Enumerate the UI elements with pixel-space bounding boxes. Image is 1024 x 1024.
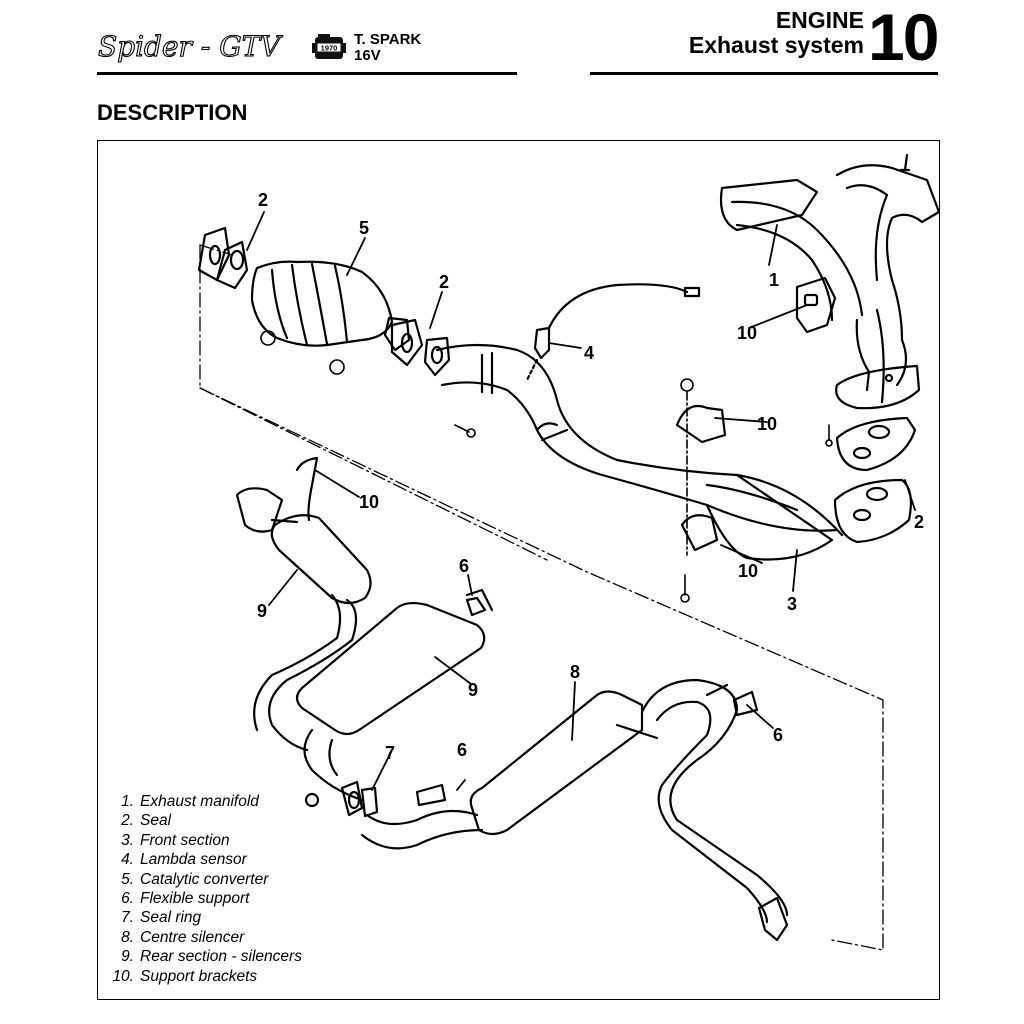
legend-item: 6. Flexible support — [104, 889, 302, 908]
legend-item: 3. Front section — [104, 831, 302, 850]
model-label: T. SPARK 16V — [354, 32, 421, 64]
legend-number: 6. — [121, 890, 134, 908]
legend-label: Catalytic converter — [140, 870, 269, 888]
callout-10-lower-clamp: 10 — [738, 561, 758, 581]
legend-label: Exhaust manifold — [140, 793, 259, 810]
diagram-frame — [97, 140, 940, 1000]
legend-item: 5. Catalytic converter — [104, 870, 302, 889]
legend-number: 8. — [121, 928, 134, 946]
brand-script-text: Spider - GTV — [98, 30, 283, 63]
assembly-outline — [199, 244, 884, 951]
legend-label: Seal — [140, 812, 172, 830]
legend-label: Front section — [140, 831, 230, 849]
legend-item: 8. Centre silencer — [104, 928, 302, 947]
callout-2-converter-inlet: 2 — [258, 190, 268, 210]
legend-label: Centre silencer — [140, 928, 245, 946]
header-rule-left — [97, 72, 517, 75]
front-section-pipe — [435, 343, 844, 561]
legend-label: Support brackets — [140, 967, 258, 985]
legend-number: 10. — [112, 967, 134, 985]
callout-2-manifold: 2 — [914, 512, 924, 532]
legend-item: 4. Lambda sensor — [104, 850, 302, 869]
catalytic-converter — [215, 240, 411, 352]
callout-5: 5 — [359, 218, 369, 238]
engine-icon: 1970 — [312, 34, 346, 59]
callout-numbers: 1 2 2 2 3 4 5 6 6 6 7 8 9 9 10 10 10 10 — [257, 190, 924, 763]
leader-lines — [246, 211, 916, 791]
callout-9-main: 9 — [468, 680, 478, 700]
model-line-2: 16V — [354, 47, 381, 64]
legend-number: 9. — [121, 948, 134, 966]
callout-6-front: 6 — [773, 725, 783, 745]
legend-label: Seal ring — [140, 909, 202, 927]
header-rule-right — [590, 72, 938, 75]
legend-number: 7. — [121, 909, 134, 927]
page-heading: DESCRIPTION — [97, 100, 248, 125]
legend-number: 3. — [121, 831, 134, 849]
lambda-sensor — [525, 283, 701, 382]
spider-gtv-logo: Spider - GTV — [97, 29, 283, 63]
section-title: ENGINE — [775, 7, 864, 33]
legend-label: Lambda sensor — [140, 851, 247, 869]
callout-7: 7 — [385, 743, 395, 763]
callout-4: 4 — [584, 343, 594, 363]
manifold-bracket — [795, 276, 837, 334]
callout-8: 8 — [570, 662, 580, 682]
legend-number: 5. — [121, 870, 134, 888]
rear-silencer-tail — [235, 456, 372, 605]
seal-ring-and-supports — [304, 596, 759, 818]
legend-number: 2. — [121, 812, 134, 830]
callout-2-converter-outlet: 2 — [439, 272, 449, 292]
exhaust-system-diagram: 1 2 2 2 3 4 5 6 6 6 7 8 9 9 10 10 10 10 — [197, 153, 940, 951]
converter-seals — [197, 226, 451, 377]
centre-silencer — [360, 678, 789, 942]
parts-legend: 1. Exhaust manifold 2. Seal 3. Front sectio… — [104, 792, 302, 986]
exhaust-manifold — [719, 153, 940, 410]
rear-silencer-main — [253, 588, 494, 802]
legend-item: 9. Rear section - silencers — [104, 947, 302, 966]
engine-badge-year: 1970 — [321, 44, 338, 53]
model-line-1: T. SPARK — [354, 31, 422, 48]
callout-9-tail: 9 — [257, 601, 267, 621]
legend-label: Flexible support — [140, 890, 250, 908]
section-subtitle: Exhaust system — [688, 32, 864, 58]
callout-3: 3 — [787, 594, 797, 614]
callout-10-manifold: 10 — [737, 323, 757, 343]
callout-10-tail-hanger: 10 — [359, 492, 379, 512]
callout-10-upper-clamp: 10 — [757, 414, 777, 434]
legend-item: 1. Exhaust manifold — [104, 792, 302, 811]
legend-item: 10. Support brackets — [104, 967, 302, 986]
manifold-seal — [833, 416, 917, 544]
section-number: 10 — [868, 0, 939, 74]
u-clamp-brackets — [675, 404, 727, 552]
legend-item: 2. Seal — [104, 811, 302, 830]
legend-number: 4. — [121, 851, 134, 869]
callout-6-rear: 6 — [459, 556, 469, 576]
section-heading: ENGINE Exhaust system — [689, 8, 864, 58]
fasteners — [260, 330, 833, 603]
callout-1: 1 — [769, 270, 779, 290]
legend-label: Rear section - silencers — [140, 948, 302, 966]
callout-6-centre: 6 — [457, 740, 467, 760]
legend-number: 1. — [121, 793, 134, 810]
legend-item: 7. Seal ring — [104, 908, 302, 927]
